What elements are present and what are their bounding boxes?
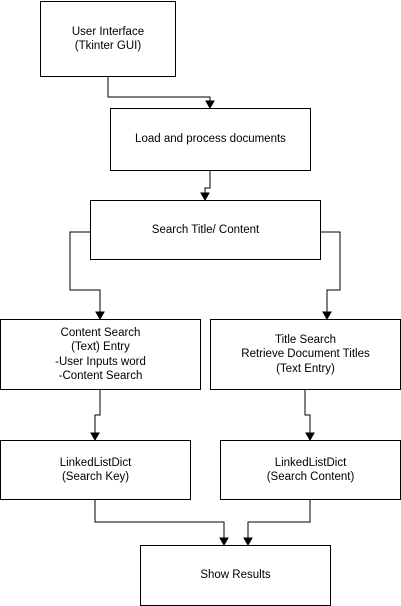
content-search-node: Content Search (Text) Entry -User Inputs… [0, 319, 201, 390]
linked-list-content-line-1: LinkedListDict [274, 456, 347, 469]
show-results-node: Show Results [140, 545, 331, 606]
user-interface-node: User Interface (Tkinter GUI) [40, 1, 176, 77]
search-choice-line-1: Search Title/ Content [151, 223, 260, 236]
title-search-line-3: (Text Entry) [276, 362, 335, 375]
edge-load-to-search [204, 171, 211, 194]
arrowhead-lld-key-to-results [219, 537, 229, 547]
edge-search-to-title [321, 231, 341, 313]
title-search-node: Title Search Retrieve Document Titles (T… [210, 319, 401, 390]
edge-ui-to-load [107, 77, 211, 102]
show-results-line-1: Show Results [200, 569, 271, 582]
edge-content-to-lld-key [94, 390, 101, 434]
arrowhead-title-to-lld-content [305, 432, 315, 442]
content-search-line-2: (Text) Entry [71, 341, 130, 353]
load-documents-line-1: Load and process documents [135, 133, 286, 146]
title-search-line-2: Retrieve Document Titles [241, 348, 370, 361]
arrowhead-load-to-search [200, 192, 210, 202]
content-search-line-3: -User Inputs word [55, 355, 146, 368]
arrowhead-search-to-content [95, 311, 105, 321]
linked-list-content-line-2: (Search Content) [266, 471, 355, 483]
arrowhead-search-to-title [322, 311, 332, 321]
arrowhead-content-to-lld-key [90, 432, 100, 442]
load-documents-node: Load and process documents [110, 108, 311, 171]
title-search-line-1: Title Search [275, 333, 336, 346]
edge-lld-key-to-results [94, 500, 225, 539]
content-search-line-1: Content Search [60, 326, 141, 339]
linked-list-content-node: LinkedListDict (Search Content) [220, 440, 401, 500]
edge-lld-content-to-results [247, 500, 311, 539]
edge-title-to-lld-content [304, 390, 311, 434]
content-search-line-4: -Content Search [58, 370, 143, 382]
user-interface-line-2: (Tkinter GUI) [74, 40, 142, 52]
search-choice-node: Search Title/ Content [90, 200, 321, 260]
linked-list-key-node: LinkedListDict (Search Key) [0, 440, 191, 500]
arrowhead-lld-content-to-results [243, 537, 253, 547]
arrowhead-ui-to-load [205, 100, 215, 110]
user-interface-line-1: User Interface [71, 25, 145, 38]
linked-list-key-line-2: (Search Key) [61, 471, 130, 483]
linked-list-key-line-1: LinkedListDict [59, 456, 132, 469]
